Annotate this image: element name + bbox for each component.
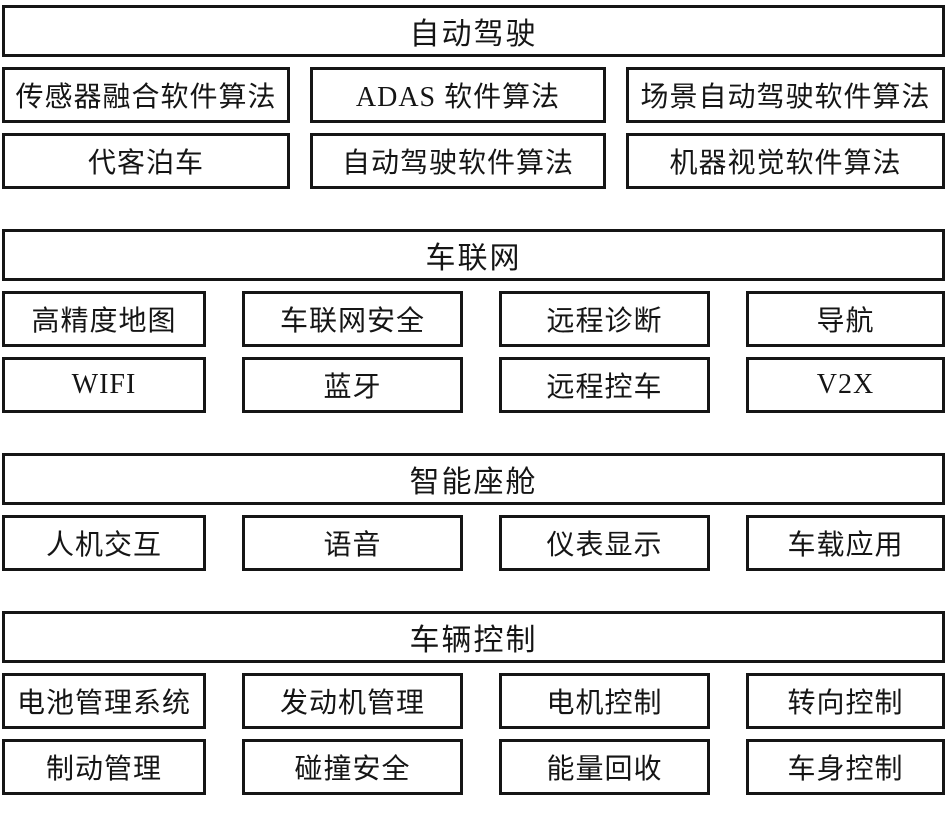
cell-energy-recovery: 能量回收 [499,739,710,795]
section-title-vehicle-control: 车辆控制 [2,611,945,663]
cell-human-machine-interaction: 人机交互 [2,515,206,571]
cell-scenario-autonomous-driving-algorithms: 场景自动驾驶软件算法 [626,67,945,123]
cell-remote-diagnosis: 远程诊断 [499,291,710,347]
section-vehicle-control: 车辆控制 电池管理系统 发动机管理 电机控制 转向控制 制动管理 碰撞安全 能量… [2,611,945,795]
cell-engine-management: 发动机管理 [242,673,463,729]
section-title-smart-cockpit: 智能座舱 [2,453,945,505]
cell-machine-vision-algorithms: 机器视觉软件算法 [626,133,945,189]
section-connected-vehicle: 车联网 高精度地图 车联网安全 远程诊断 导航 WIFI 蓝牙 远程控车 V2X [2,229,945,413]
cell-voice: 语音 [242,515,463,571]
cell-navigation: 导航 [746,291,945,347]
architecture-diagram: 自动驾驶 传感器融合软件算法 ADAS 软件算法 场景自动驾驶软件算法 代客泊车… [2,5,945,795]
cell-collision-safety: 碰撞安全 [242,739,463,795]
section-autonomous-driving: 自动驾驶 传感器融合软件算法 ADAS 软件算法 场景自动驾驶软件算法 代客泊车… [2,5,945,189]
cell-remote-vehicle-control: 远程控车 [499,357,710,413]
cell-battery-management-system: 电池管理系统 [2,673,206,729]
cell-adas-algorithms: ADAS 软件算法 [310,67,606,123]
section-smart-cockpit: 智能座舱 人机交互 语音 仪表显示 车载应用 [2,453,945,571]
cell-hd-map: 高精度地图 [2,291,206,347]
cell-bluetooth: 蓝牙 [242,357,463,413]
section-grid-smart-cockpit: 人机交互 语音 仪表显示 车载应用 [2,515,945,571]
cell-body-control: 车身控制 [746,739,945,795]
cell-instrument-display: 仪表显示 [499,515,710,571]
section-grid-connected-vehicle: 高精度地图 车联网安全 远程诊断 导航 WIFI 蓝牙 远程控车 V2X [2,291,945,413]
cell-iov-security: 车联网安全 [242,291,463,347]
section-grid-vehicle-control: 电池管理系统 发动机管理 电机控制 转向控制 制动管理 碰撞安全 能量回收 车身… [2,673,945,795]
cell-wifi: WIFI [2,357,206,413]
cell-autonomous-driving-algorithms: 自动驾驶软件算法 [310,133,606,189]
section-grid-autonomous-driving: 传感器融合软件算法 ADAS 软件算法 场景自动驾驶软件算法 代客泊车 自动驾驶… [2,67,945,189]
cell-motor-control: 电机控制 [499,673,710,729]
cell-sensor-fusion-algorithms: 传感器融合软件算法 [2,67,290,123]
cell-in-vehicle-apps: 车载应用 [746,515,945,571]
cell-brake-management: 制动管理 [2,739,206,795]
cell-v2x: V2X [746,357,945,413]
section-title-autonomous-driving: 自动驾驶 [2,5,945,57]
cell-valet-parking: 代客泊车 [2,133,290,189]
section-title-connected-vehicle: 车联网 [2,229,945,281]
cell-steering-control: 转向控制 [746,673,945,729]
